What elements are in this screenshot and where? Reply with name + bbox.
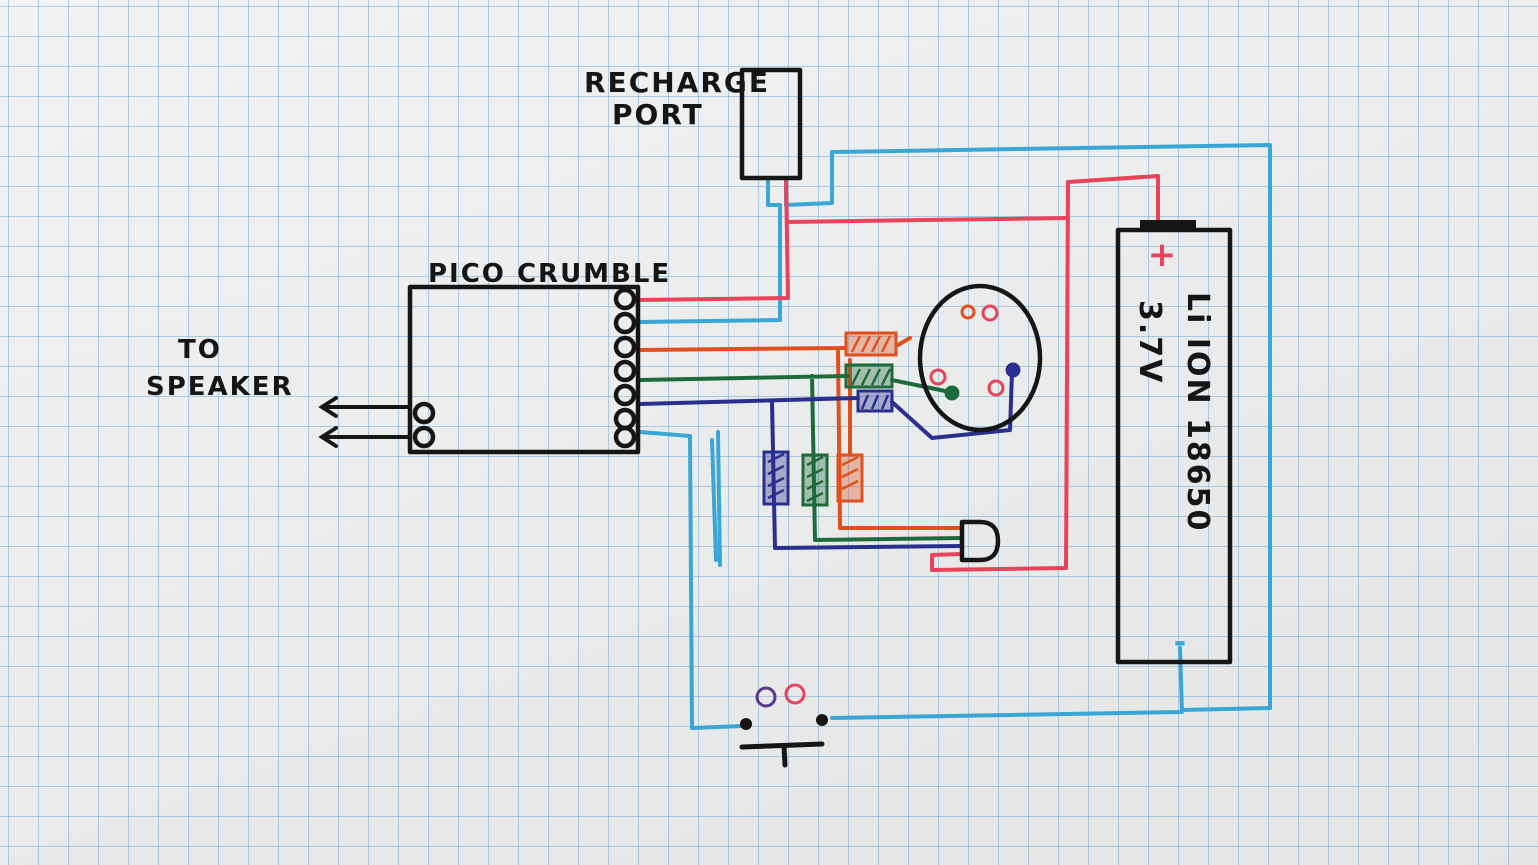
to-speaker-label-line2: SPEAKER [146, 372, 294, 402]
battery-plus-sign: + [1148, 235, 1177, 275]
wire-green [638, 374, 964, 542]
led [959, 519, 1001, 563]
push-switch [739, 683, 828, 768]
wire-orange [638, 336, 964, 530]
wire-red-battery-plus [930, 174, 1160, 572]
wire-red-battery [786, 216, 1070, 224]
battery-type-label: Li ION 18650 [1180, 292, 1215, 532]
recharge-port-label-line2: PORT [612, 98, 704, 131]
wire-cyan-switch [638, 430, 744, 730]
recharge-port-box [739, 67, 803, 181]
battery-minus-sign: - [1174, 625, 1186, 660]
resistor-orange-vertical [836, 453, 864, 503]
speaker-terminals [412, 401, 436, 449]
battery-voltage-label: 3.7V [1132, 300, 1167, 384]
resistor-navy-vertical [762, 450, 790, 506]
pico-pin-header [613, 287, 637, 449]
resistor-green-vertical [801, 453, 829, 507]
round-sensor [917, 283, 1043, 433]
speaker-arrows [318, 396, 412, 448]
to-speaker-label-line1: TO [178, 335, 222, 365]
wire-cyan-port [638, 178, 782, 324]
battery-terminal-cap [1140, 220, 1196, 232]
recharge-port-label-line1: RECHARGE [584, 66, 770, 99]
round-sensor-pads [929, 304, 1021, 401]
wire-cyan-battery-neg [830, 646, 1184, 720]
wire-cyan-scribble [710, 430, 722, 567]
pico-crumble-label: PICO CRUMBLE [428, 259, 671, 289]
pico-crumble-board [407, 284, 641, 455]
wire-red-port [638, 176, 790, 302]
